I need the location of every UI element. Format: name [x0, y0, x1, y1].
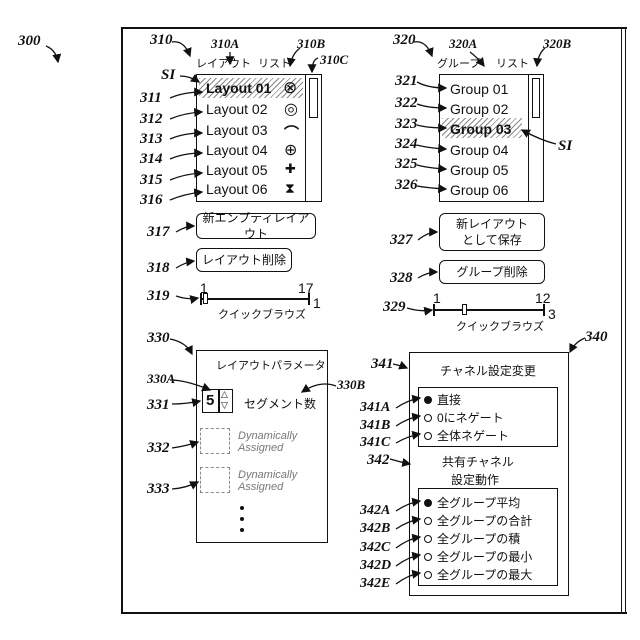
leader-310 [172, 42, 190, 56]
leader-319 [176, 296, 198, 299]
leader-333 [172, 482, 198, 489]
leader-316 [170, 192, 202, 200]
leader-300 [46, 46, 58, 62]
leader-341c [396, 434, 420, 443]
leader-341b [396, 416, 420, 426]
leader-320 [414, 42, 432, 56]
leader-320a [470, 52, 484, 66]
leader-322 [417, 104, 446, 108]
leader-331 [172, 401, 200, 404]
leader-341a [396, 398, 420, 408]
leader-328 [418, 272, 437, 278]
leader-342 [390, 459, 410, 464]
leader-si-320 [522, 130, 556, 144]
leader-310b [290, 48, 300, 66]
leader-326 [417, 186, 446, 189]
leader-313 [170, 133, 202, 139]
leader-315 [170, 173, 202, 180]
leader-330a [170, 380, 210, 390]
leader-320b [537, 48, 545, 66]
leader-310c [312, 58, 318, 72]
leader-323 [417, 125, 446, 128]
leader-340 [570, 338, 585, 352]
leader-342b [396, 519, 420, 529]
leader-317 [176, 226, 194, 232]
leader-318 [176, 261, 194, 268]
leader-321 [417, 82, 446, 88]
leader-325 [417, 165, 446, 169]
leader-311 [170, 92, 202, 98]
leader-si-310 [180, 76, 199, 82]
leader-324 [417, 145, 446, 149]
leader-330 [170, 339, 192, 354]
leader-330b [302, 384, 336, 392]
leader-327 [418, 232, 437, 240]
leader-314 [170, 153, 202, 159]
leader-332 [172, 442, 198, 448]
leader-342d [396, 555, 420, 566]
leader-329 [407, 308, 432, 311]
leader-342a [396, 501, 420, 511]
leader-312 [170, 112, 202, 119]
leader-342e [396, 573, 420, 584]
leader-341 [393, 364, 407, 368]
leader-342c [396, 537, 420, 548]
